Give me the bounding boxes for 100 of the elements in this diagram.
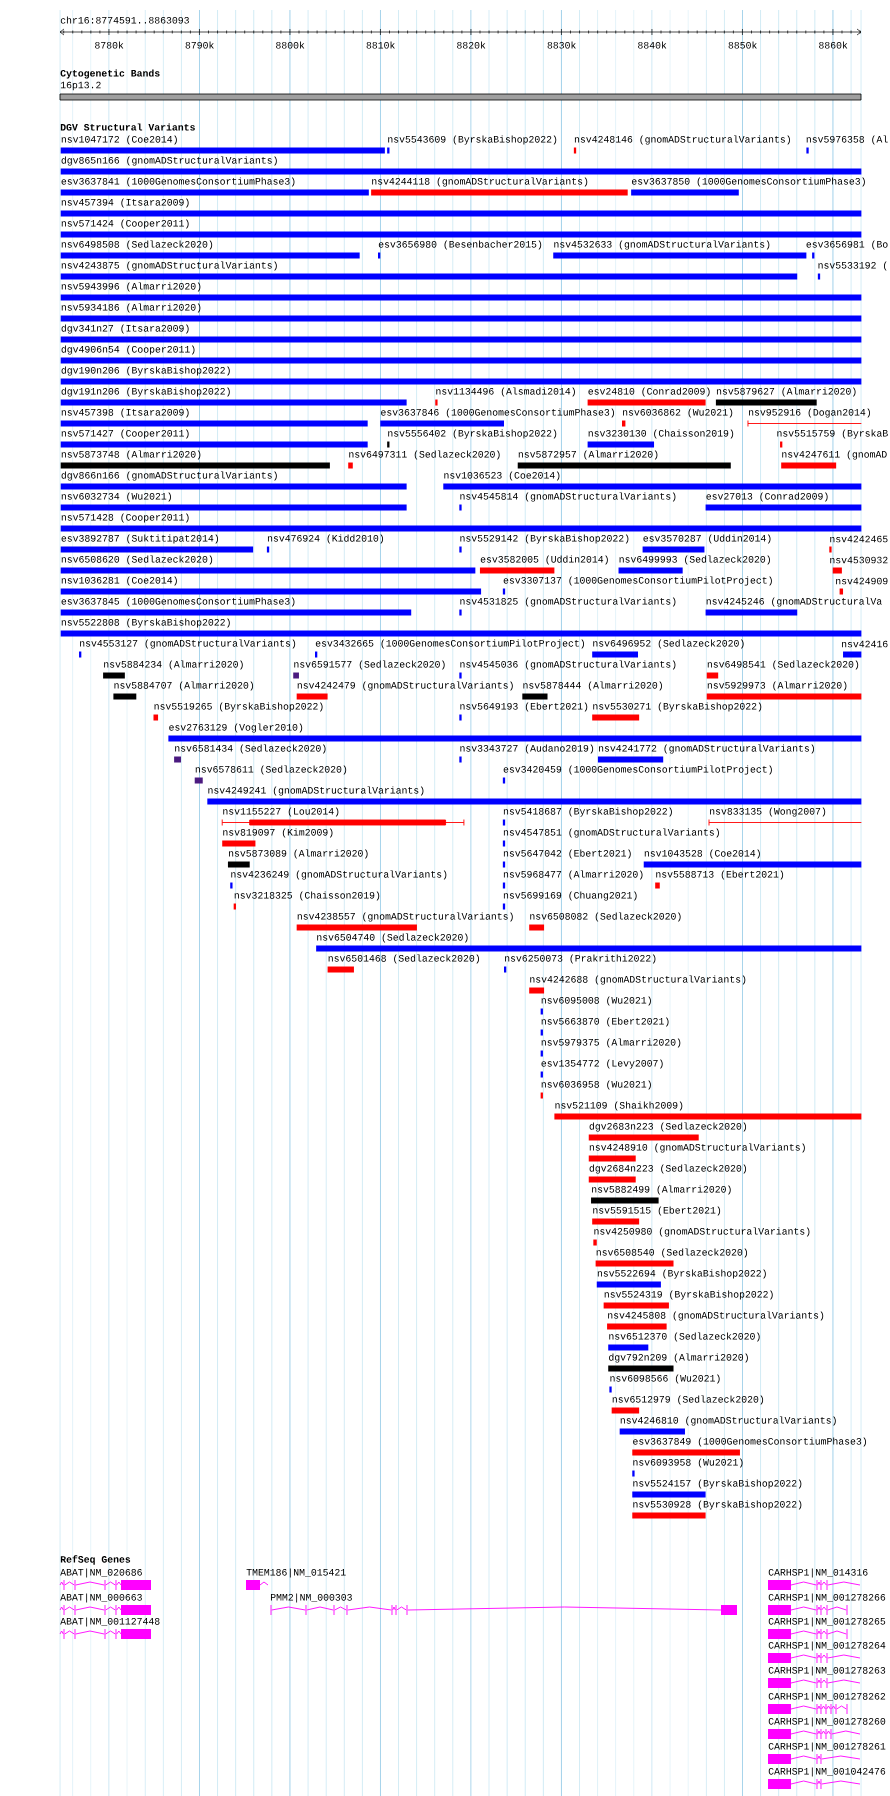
variant-label: nsv5943996 (Almarri2020) bbox=[61, 282, 201, 292]
variant-label: nsv521109 (Shaikh2009) bbox=[555, 1101, 683, 1111]
variant-label: nsv4531825 (gnomADStructuralVariants) bbox=[460, 597, 676, 607]
variant-label: nsv4250980 (gnomADStructuralVariants) bbox=[594, 1227, 810, 1237]
variant-label: nsv4547851 (gnomADStructuralVariants) bbox=[503, 828, 719, 838]
variant-label: nsv5872957 (Almarri2020) bbox=[518, 450, 658, 460]
variant-label: nsv6508540 (Sedlazeck2020) bbox=[596, 1248, 748, 1258]
variant-label: esv3637845 (1000GenomesConsortiumPhase3) bbox=[61, 597, 295, 607]
variant-label: esv3420459 (1000GenomesConsortiumPilotProject) bbox=[503, 765, 772, 775]
tick-label: 8800k bbox=[276, 41, 305, 49]
tick-label: 8790k bbox=[185, 41, 214, 49]
variant-label: nsv833135 (Wong2007) bbox=[710, 807, 826, 817]
variant-label: esv2763129 (Vogler2010) bbox=[169, 723, 303, 733]
variant-label: nsv1043528 (Coe2014) bbox=[644, 849, 760, 859]
tick-label: 8850k bbox=[728, 41, 757, 49]
variant-label: nsv6508082 (Sedlazeck2020) bbox=[530, 912, 681, 922]
variant-label: esv3307137 (1000GenomesConsortiumPilotProject) bbox=[503, 576, 772, 586]
variant-label: nsv6250073 (Prakrithi2022) bbox=[505, 954, 656, 964]
variant-label: nsv4545814 (gnomADStructuralVariants) bbox=[460, 492, 676, 502]
variant-label: nsv5530928 (ByrskaBishop2022) bbox=[633, 1500, 802, 1510]
gene-label: CARHSP1|NM_001278264 bbox=[768, 1641, 886, 1651]
variant-label: nsv4553127 (gnomADStructuralVariants) bbox=[80, 639, 296, 649]
variant-label: nsv4249241 (gnomADStructuralVariants) bbox=[208, 786, 424, 796]
gene-label: PMM2|NM_000303 bbox=[270, 1593, 352, 1603]
variant-label: esv3570287 (Uddin2014) bbox=[643, 534, 771, 544]
gene-label: ABAT|NM_001127448 bbox=[60, 1617, 160, 1627]
coordinate-label: chr16:8774591..8863093 bbox=[60, 16, 189, 24]
variant-label: nsv6512370 (Sedlazeck2020) bbox=[609, 1332, 760, 1342]
variant-label: esv3656980 (Besenbacher2015) bbox=[378, 240, 542, 250]
variant-label: nsv5663870 (Ebert2021) bbox=[541, 1017, 669, 1027]
variant-label: esv24810 (Conrad2009) bbox=[588, 387, 710, 397]
variant-label: nsv6501468 (Sedlazeck2020) bbox=[328, 954, 479, 964]
tick-label: 8840k bbox=[638, 41, 667, 49]
variant-label: nsv4248146 (gnomADStructuralVariants) bbox=[574, 135, 790, 145]
variant-label: nsv457394 (Itsara2009) bbox=[61, 198, 189, 208]
tick-label: 8810k bbox=[366, 41, 395, 49]
gene-label: ABAT|NM_000663 bbox=[60, 1593, 142, 1603]
variant-label: nsv5976358 (Al bbox=[806, 135, 888, 145]
variant-label: nsv1036523 (Coe2014) bbox=[444, 471, 560, 481]
gene-label: CARHSP1|NM_001042476 bbox=[768, 1767, 886, 1777]
variant-label: nsv5878444 (Almarri2020) bbox=[523, 681, 662, 691]
variant-label: nsv4243875 (gnomADStructuralVariants) bbox=[61, 261, 277, 271]
variant-label: nsv819097 (Kim2009) bbox=[223, 828, 333, 838]
variant-label: nsv4245246 (gnomADStructuralVa bbox=[706, 597, 882, 607]
variant-label: nsv5522694 (ByrskaBishop2022) bbox=[597, 1269, 766, 1279]
gene-label: CARHSP1|NM_001278266 bbox=[768, 1593, 886, 1603]
variant-label: nsv6508620 (Sedlazeck2020) bbox=[61, 555, 213, 565]
variant-label: nsv476924 (Kidd2010) bbox=[267, 534, 384, 544]
variant-label: nsv4242465 bbox=[830, 535, 888, 543]
variant-label: nsv4532633 (gnomADStructuralVariants) bbox=[554, 240, 770, 250]
track-heading: RefSeq Genes bbox=[60, 1555, 131, 1565]
variant-label: dgv190n206 (ByrskaBishop2022) bbox=[61, 366, 230, 376]
variant-label: nsv571428 (Cooper2011) bbox=[61, 513, 189, 523]
variant-label: nsv1134496 (Alsmadi2014) bbox=[436, 387, 575, 397]
variant-label: dgv341n27 (Itsara2009) bbox=[61, 324, 189, 334]
variant-label: nsv5588713 (Ebert2021) bbox=[656, 870, 784, 880]
variant-label: nsv4246810 (gnomADStructuralVariants) bbox=[620, 1416, 836, 1426]
variant-label: nsv5529142 (ByrskaBishop2022) bbox=[460, 534, 629, 544]
variant-label: nsv4241772 (gnomADStructuralVariants) bbox=[599, 744, 815, 754]
band-label: 16p13.2 bbox=[60, 81, 101, 91]
variant-label: nsv4238557 (gnomADStructuralVariants) bbox=[297, 912, 513, 922]
variant-label: nsv5418687 (ByrskaBishop2022) bbox=[503, 807, 672, 817]
variant-label: nsv6498541 (Sedlazeck2020) bbox=[707, 660, 859, 670]
gene-label: ABAT|NM_020686 bbox=[60, 1568, 142, 1578]
variant-label: nsv5533192 ( bbox=[818, 261, 887, 271]
gene-label: CARHSP1|NM_001278262 bbox=[768, 1692, 886, 1702]
variant-label: nsv4244118 (gnomADStructuralVariants) bbox=[372, 177, 588, 187]
variant-label: nsv5979375 (Almarri2020) bbox=[541, 1038, 681, 1048]
gene-label: CARHSP1|NM_001278265 bbox=[768, 1617, 886, 1627]
variant-label: nsv5699169 (Chuang2021) bbox=[503, 891, 637, 901]
variant-label: nsv3218325 (Chaisson2019) bbox=[234, 891, 380, 901]
variant-label: nsv6591577 (Sedlazeck2020) bbox=[294, 660, 445, 670]
variant-label: nsv5884707 (Almarri2020) bbox=[114, 681, 254, 691]
variant-label: dgv4906n54 (Cooper2011) bbox=[61, 345, 195, 355]
variant-label: nsv5884234 (Almarri2020) bbox=[104, 660, 243, 670]
variant-label: nsv4242479 (gnomADStructuralVariants) bbox=[297, 681, 513, 691]
variant-label: nsv5530271 (ByrskaBishop2022) bbox=[593, 702, 762, 712]
variant-label: nsv5591515 (Ebert2021) bbox=[593, 1206, 721, 1216]
variant-label: esv3637850 (1000GenomesConsortiumPhase3) bbox=[631, 177, 865, 187]
variant-label: esv3656981 (Bo bbox=[806, 240, 888, 250]
variant-label: nsv1047172 (Coe2014) bbox=[61, 135, 177, 145]
track-heading: DGV Structural Variants bbox=[60, 123, 195, 131]
variant-label: esv27013 (Conrad2009) bbox=[706, 492, 828, 502]
variant-label: dgv792n209 (Almarri2020) bbox=[609, 1353, 748, 1363]
variant-label: nsv5543609 (ByrskaBishop2022) bbox=[388, 135, 557, 145]
variant-label: nsv457398 (Itsara2009) bbox=[61, 408, 189, 418]
variant-label: nsv4242688 (gnomADStructuralVariants) bbox=[530, 975, 746, 985]
variant-label: nsv6512979 (Sedlazeck2020) bbox=[612, 1395, 764, 1405]
variant-label: nsv5524319 (ByrskaBishop2022) bbox=[604, 1290, 773, 1300]
variant-label: nsv6499993 (Sedlazeck2020) bbox=[619, 555, 770, 565]
variant-label: dgv191n206 (ByrskaBishop2022) bbox=[61, 387, 230, 397]
tick-label: 8780k bbox=[95, 41, 124, 49]
tick-label: 8820k bbox=[457, 41, 486, 49]
variant-label: nsv42416 bbox=[842, 640, 888, 648]
gene-label: TMEM186|NM_015421 bbox=[246, 1568, 346, 1578]
variant-label: esv1354772 (Levy2007) bbox=[541, 1059, 663, 1069]
variant-label: dgv866n166 (gnomADStructuralVariants) bbox=[61, 471, 277, 481]
gene-label: CARHSP1|NM_001278261 bbox=[768, 1742, 886, 1752]
variant-label: nsv5519265 (ByrskaBishop2022) bbox=[154, 702, 323, 712]
variant-label: nsv952916 (Dogan2014) bbox=[749, 408, 870, 418]
